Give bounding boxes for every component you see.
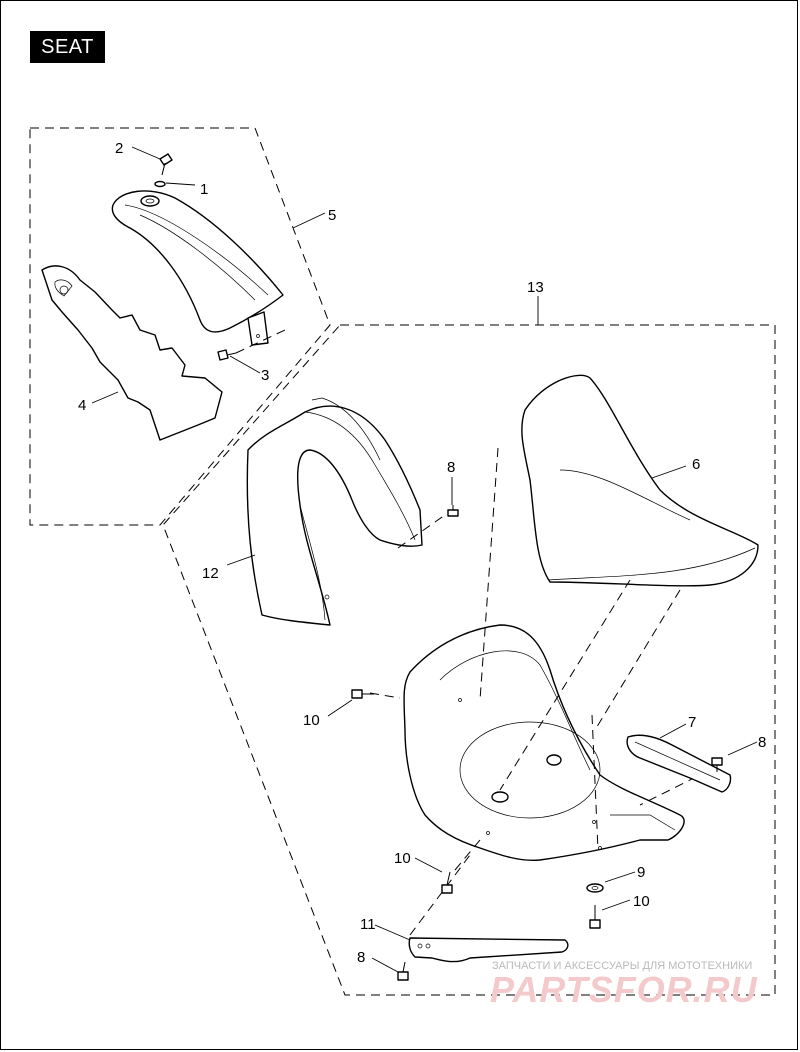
washer-part-9 xyxy=(586,883,604,893)
callout-4: 4 xyxy=(78,397,86,414)
bracket-part-7 xyxy=(626,734,732,793)
pillion-pad-part xyxy=(111,190,284,346)
screw-part-8a xyxy=(447,505,459,517)
callout-8a: 8 xyxy=(447,459,455,476)
callout-10c: 10 xyxy=(633,893,650,910)
callout-13: 13 xyxy=(527,279,544,296)
callout-10a: 10 xyxy=(303,712,320,729)
screw-part-2 xyxy=(159,153,173,176)
screw-part-8b xyxy=(711,757,723,772)
seat-cover-part-12 xyxy=(246,397,446,626)
seat-pan-part-13 xyxy=(403,624,685,862)
callout-11: 11 xyxy=(360,916,376,933)
page-title: SEAT xyxy=(30,31,105,63)
washer-part-1 xyxy=(154,180,166,188)
callout-8b: 8 xyxy=(758,734,766,751)
callout-7: 7 xyxy=(688,714,696,731)
group-5-boundary xyxy=(29,127,331,526)
seat-cushion-part-6 xyxy=(521,374,759,587)
leader-lines xyxy=(91,146,758,973)
callout-2: 2 xyxy=(115,140,123,157)
callout-9: 9 xyxy=(637,864,645,881)
callout-12: 12 xyxy=(202,565,219,582)
screw-part-10b xyxy=(441,871,453,894)
callout-1: 1 xyxy=(200,181,208,198)
callout-8c: 8 xyxy=(357,949,365,966)
screw-part-10c xyxy=(589,905,601,929)
alignment-lines xyxy=(479,447,681,851)
screw-part-3 xyxy=(217,329,286,361)
bracket-part-11 xyxy=(408,937,569,963)
watermark-logo: PARTSFOR.RU xyxy=(490,969,758,1010)
callout-10b: 10 xyxy=(394,850,411,867)
pad-template-part xyxy=(41,265,223,441)
screw-part-8c xyxy=(397,961,409,981)
watermark-tagline: ЗАПЧАСТИ И АКСЕССУАРЫ ДЛЯ МОТОТЕХНИКИ xyxy=(492,960,752,972)
callout-3: 3 xyxy=(261,367,269,384)
callout-5: 5 xyxy=(328,207,336,224)
screw-part-10a xyxy=(351,689,374,699)
group-13-boundary xyxy=(162,324,776,996)
callout-6: 6 xyxy=(692,456,700,473)
